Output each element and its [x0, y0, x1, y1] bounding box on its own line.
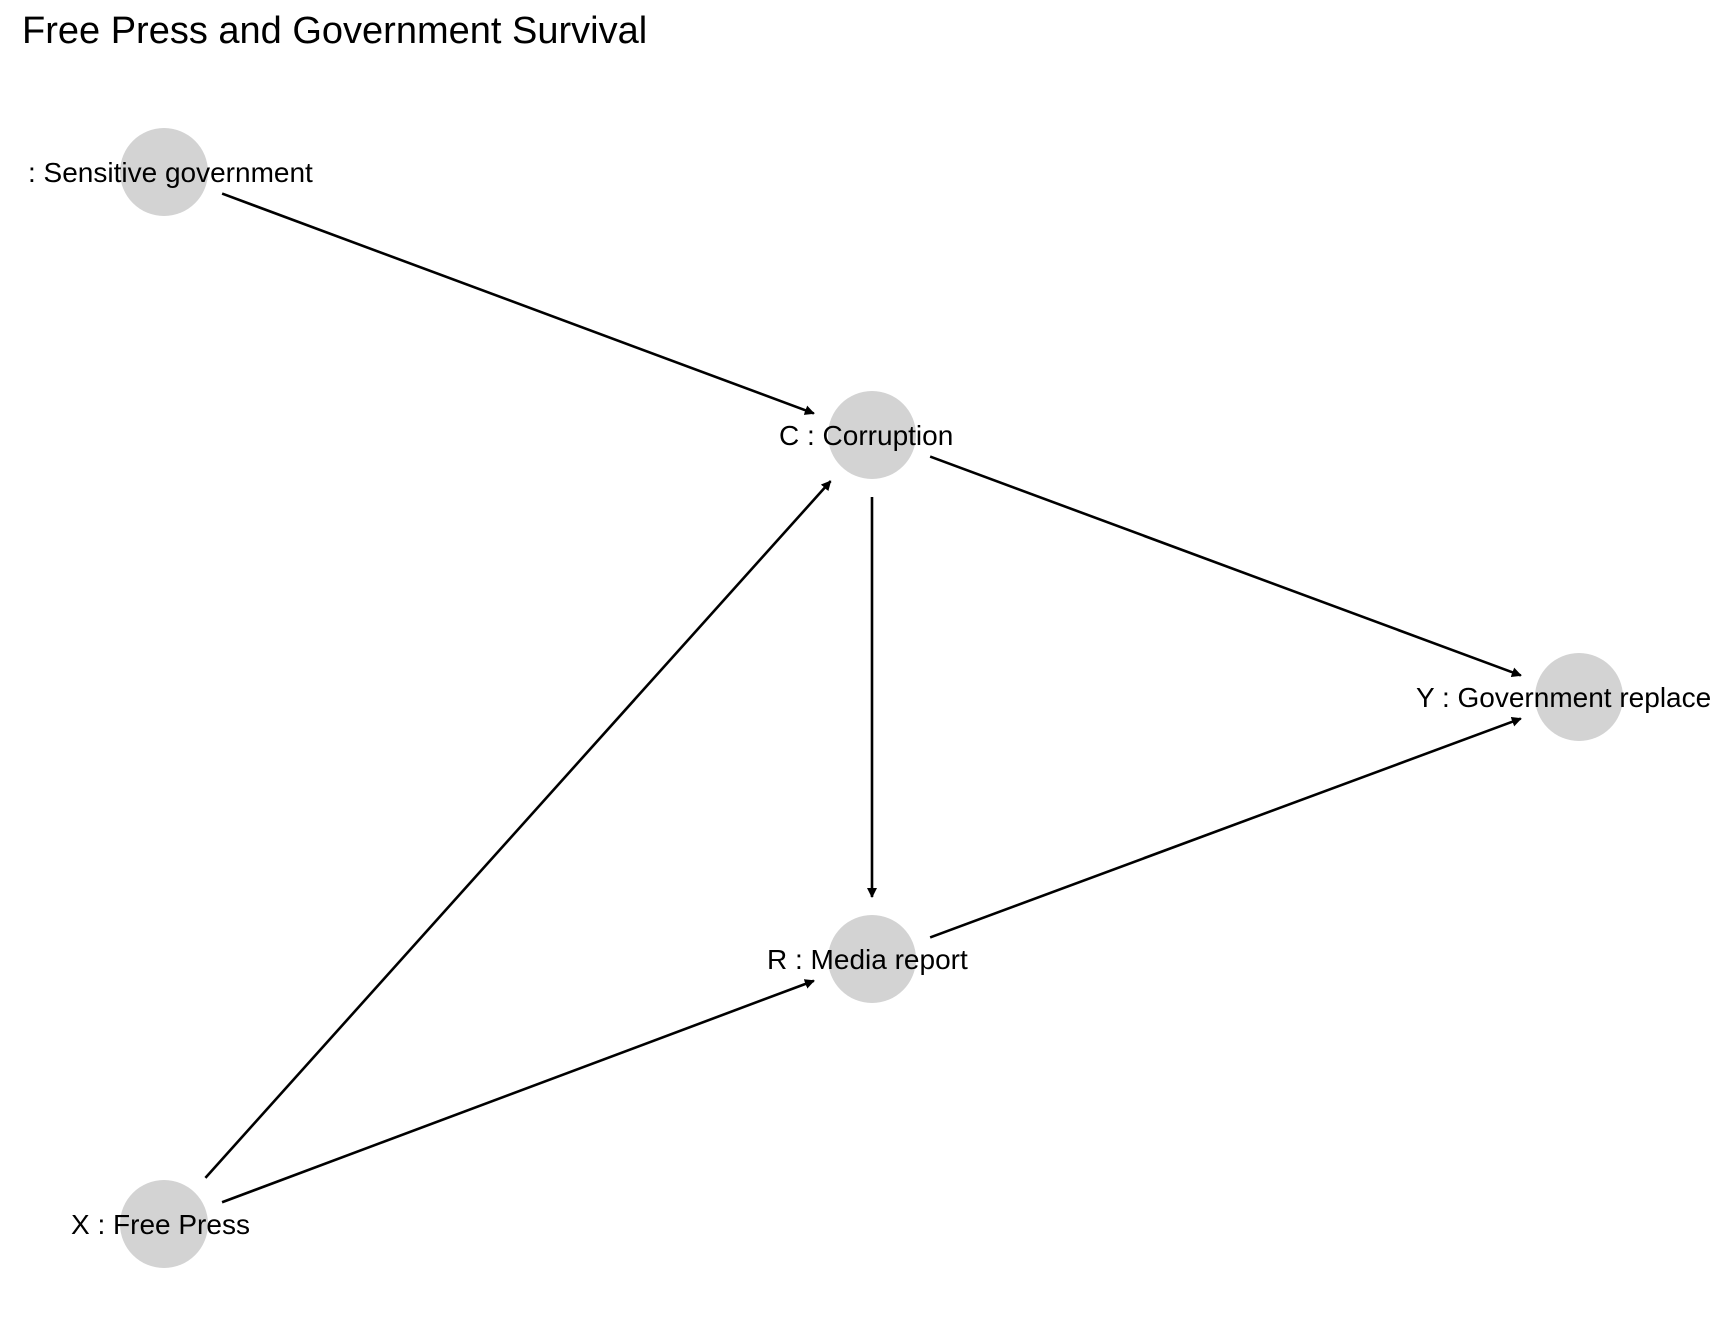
node-label: C : Corruption: [779, 420, 953, 451]
node-circle: [120, 1180, 208, 1268]
node-sensitive-government: : Sensitive government: [28, 128, 313, 216]
node-government-replaced: Y : Government replace: [1416, 653, 1711, 741]
edge-s-to-c: [221, 192, 815, 415]
node-label: X : Free Press: [71, 1209, 250, 1240]
node-label: Y : Government replace: [1416, 682, 1711, 713]
node-corruption: C : Corruption: [779, 391, 953, 479]
diagram-title: Free Press and Government Survival: [22, 10, 647, 52]
edge-x-to-c: [204, 480, 832, 1179]
node-circle: [828, 391, 916, 479]
node-label: R : Media report: [767, 944, 968, 975]
node-circle: [828, 915, 916, 1003]
edge-x-to-r: [221, 979, 815, 1204]
edges-layer: [204, 192, 1522, 1204]
edge-r-to-y: [929, 716, 1522, 939]
node-media-report: R : Media report: [767, 915, 968, 1003]
node-label: : Sensitive government: [28, 157, 313, 188]
nodes-layer: : Sensitive government C : Corruption Y : …: [28, 128, 1711, 1268]
node-free-press: X : Free Press: [71, 1180, 250, 1268]
node-circle: [1535, 653, 1623, 741]
edge-c-to-y: [929, 455, 1522, 678]
node-circle: [120, 128, 208, 216]
